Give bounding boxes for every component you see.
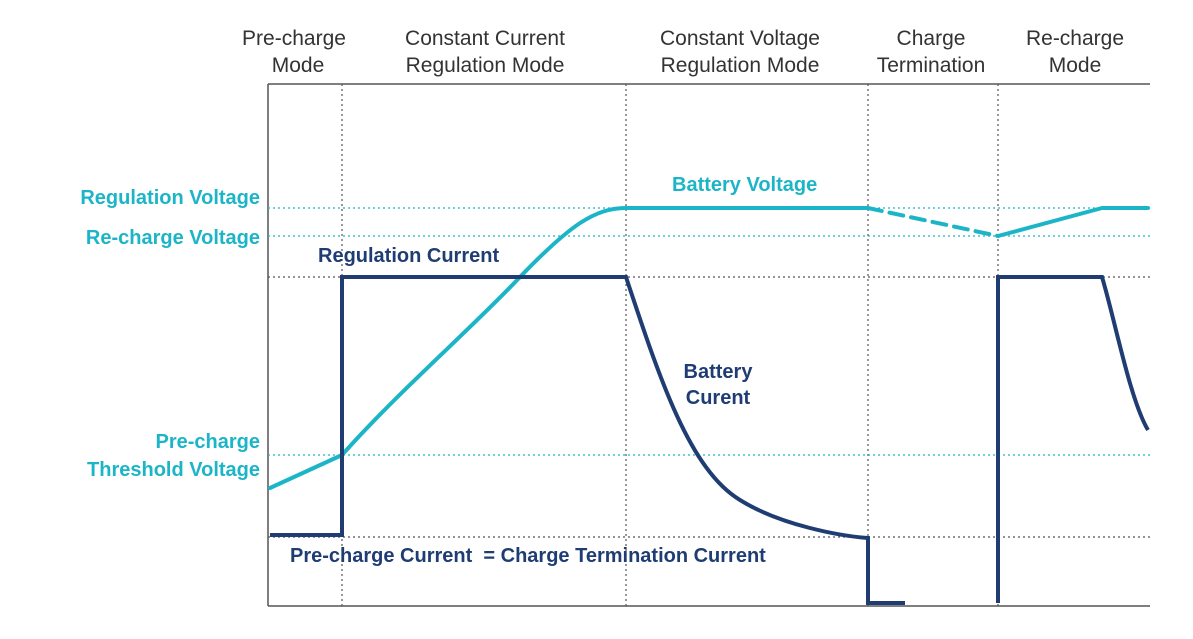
plot-frame — [267, 83, 1150, 607]
phase-label-charge-termination-line1: Charge — [897, 27, 966, 50]
phase-label-recharge-line1: Re-charge — [1026, 27, 1124, 50]
battery-voltage-curve — [268, 206, 1150, 490]
current-segment-recharge — [996, 275, 1150, 603]
battery-current-curve — [270, 275, 1150, 605]
phase-label-constant-current-line1: Constant Current — [405, 27, 565, 50]
voltage-segment-charge — [268, 206, 870, 490]
label-regulation-voltage: Regulation Voltage — [80, 187, 260, 209]
label-regulation-current: Regulation Current — [318, 245, 499, 267]
label-precharge-threshold-line1: Pre-charge — [156, 431, 261, 453]
phase-label-constant-current-line2: Regulation Mode — [406, 54, 565, 77]
phase-label-constant-voltage-line2: Regulation Mode — [661, 54, 820, 77]
phase-label-precharge-line2: Mode — [272, 54, 325, 77]
label-recharge-voltage: Re-charge Voltage — [86, 227, 260, 249]
current-segment-charge — [270, 275, 905, 605]
label-battery-current-line1: Battery — [684, 361, 754, 383]
label-battery-current-line2: Curent — [686, 387, 751, 409]
phase-label-precharge-line1: Pre-charge — [242, 27, 346, 50]
phase-label-charge-termination-line2: Termination — [877, 54, 986, 77]
voltage-segment-recharge — [996, 206, 1150, 238]
phase-label-constant-voltage-line1: Constant Voltage — [660, 27, 820, 50]
phase-label-recharge-line2: Mode — [1049, 54, 1102, 77]
label-precharge-current: Pre-charge Current = Charge Termination … — [290, 545, 766, 567]
phase-dividers — [341, 84, 999, 606]
label-precharge-threshold-line2: Threshold Voltage — [87, 459, 260, 481]
voltage-segment-termination-dashed — [866, 206, 1000, 238]
label-battery-voltage: Battery Voltage — [672, 174, 817, 196]
